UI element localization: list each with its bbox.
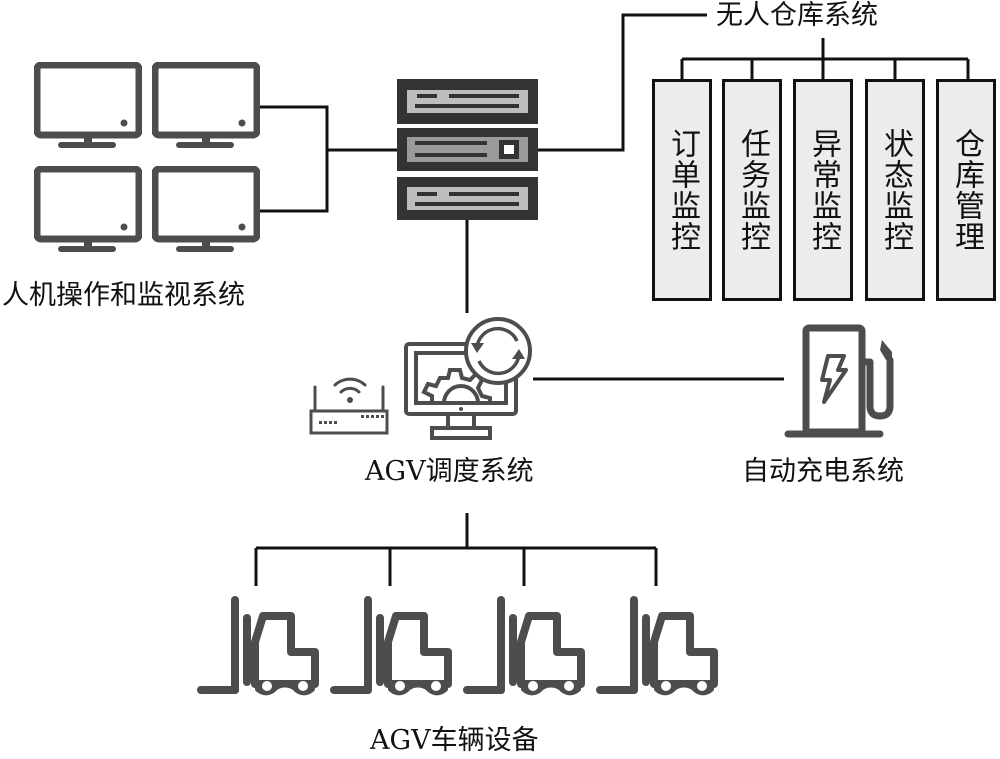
sync-icon (464, 317, 532, 385)
charging-station-icon (784, 324, 894, 438)
module-warehouse-management: 仓库管理 (936, 79, 996, 301)
monitor-icon (34, 166, 142, 252)
monitor-icon (152, 166, 260, 252)
module-label: 任务监控 (735, 128, 770, 252)
dispatch-label: AGV调度系统 (365, 456, 534, 487)
monitor-icon (34, 62, 142, 148)
module-exception-monitor: 异常监控 (793, 79, 853, 301)
module-label: 订单监控 (665, 128, 700, 252)
wire-server-warehouse (538, 13, 707, 152)
forklift-icon (330, 596, 452, 696)
hmi-label: 人机操作和监视系统 (2, 280, 245, 311)
wifi-router-icon (309, 377, 389, 435)
forklift-icon (596, 596, 718, 696)
module-task-monitor: 任务监控 (722, 79, 782, 301)
warehouse-label: 无人仓库系统 (716, 0, 878, 31)
agv-label: AGV车辆设备 (370, 725, 539, 756)
module-label: 仓库管理 (949, 128, 984, 252)
server-rack-icon (397, 79, 538, 220)
module-status-monitor: 状态监控 (865, 79, 925, 301)
wire-hmi-top (258, 105, 329, 213)
forklift-icon (197, 596, 319, 696)
module-label: 状态监控 (878, 128, 913, 252)
forklift-icon (463, 596, 585, 696)
charging-label: 自动充电系统 (742, 456, 904, 487)
module-order-monitor: 订单监控 (652, 79, 712, 301)
module-label: 异常监控 (806, 128, 841, 252)
monitor-icon (152, 62, 260, 148)
